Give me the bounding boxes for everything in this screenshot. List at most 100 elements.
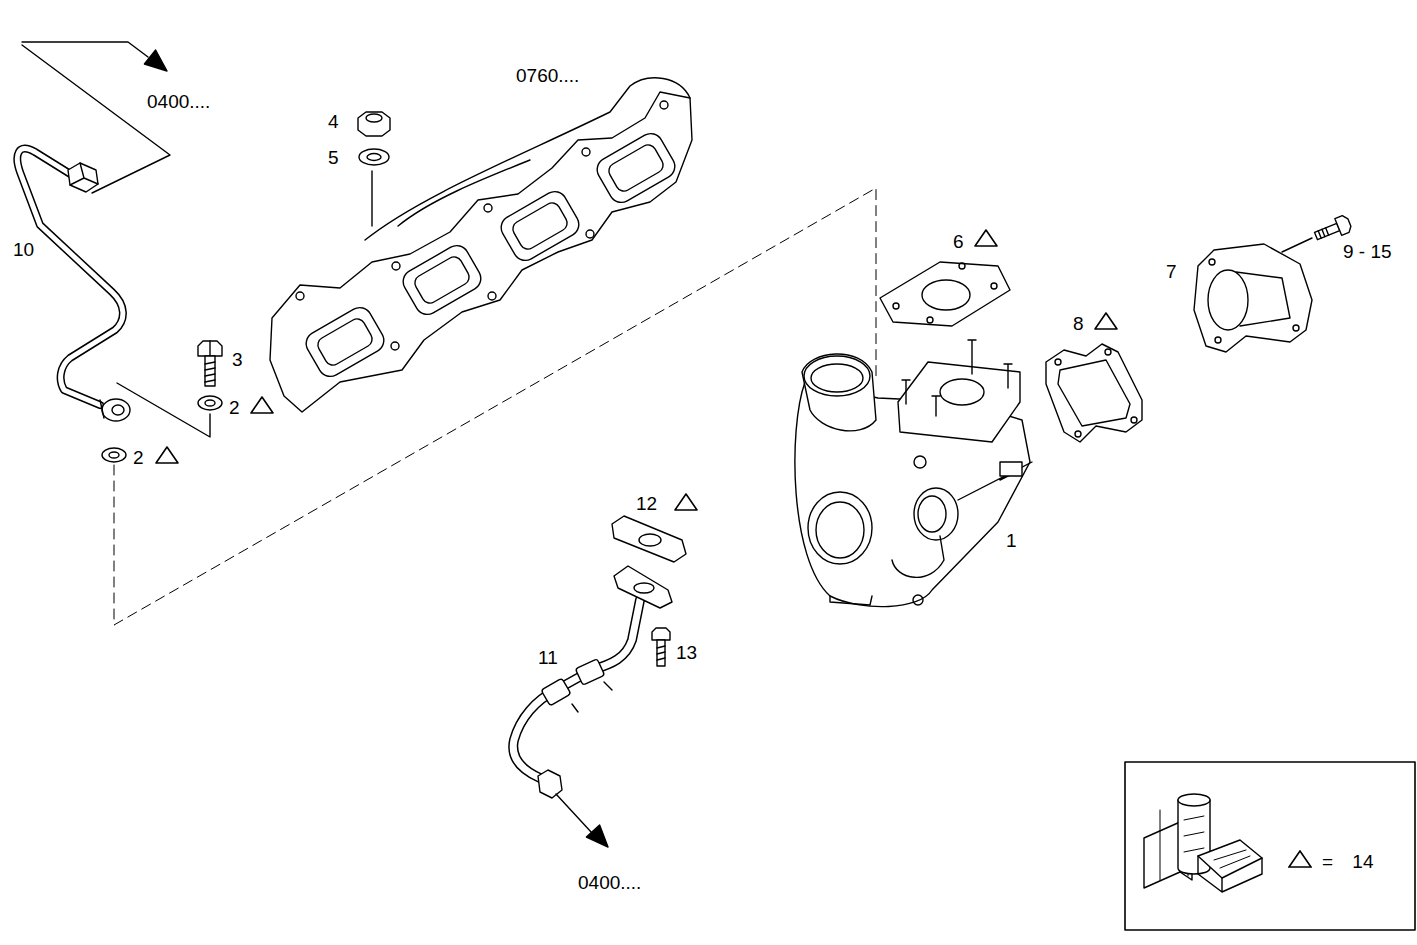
- oil-feed-pipe: [17, 149, 123, 405]
- turbocharger: [932, 396, 940, 416]
- oil-drain-pipe: [513, 566, 672, 847]
- stud-nut-and-washer: [358, 112, 390, 226]
- legend-box: [1125, 762, 1415, 930]
- triangle-symbol: [1289, 851, 1311, 867]
- exhaust-manifold: [270, 78, 692, 412]
- legend-box: [1178, 794, 1210, 806]
- exhaust-manifold: [660, 101, 668, 109]
- elbow-bolt: [1313, 214, 1353, 244]
- drain-bolt: [657, 640, 665, 666]
- oil-feed-pipe: [70, 163, 98, 185]
- exhaust-manifold: [399, 241, 485, 319]
- elbow-bolt: [1282, 238, 1312, 252]
- banjo-bolt-and-washers: [198, 396, 222, 410]
- oil-drain-pipe: [586, 825, 608, 847]
- elbow-bolt: [1318, 228, 1328, 238]
- banjo-bolt-and-washers: [209, 341, 210, 356]
- oil-feed-pipe: [17, 149, 130, 421]
- turbo-flange-gasket: [922, 280, 970, 310]
- triangle-marker: [1095, 313, 1117, 329]
- callout-number: 0400....: [578, 873, 641, 892]
- oil-drain-pipe: [513, 600, 640, 778]
- elbow-bolt: [1315, 223, 1340, 239]
- outlet-gasket: [1046, 344, 1142, 442]
- turbocharger: [802, 354, 876, 431]
- reference-arrow: [22, 42, 148, 57]
- turbocharger: [968, 340, 976, 374]
- exhaust-manifold: [399, 241, 485, 319]
- stud-nut-and-washer: [359, 149, 389, 165]
- exhaust-manifold: [302, 303, 388, 381]
- triangle-marker: [156, 447, 178, 463]
- banjo-bolt-and-washers: [198, 341, 222, 356]
- exhaust-manifold: [582, 148, 590, 156]
- outlet-gasket: [1075, 431, 1081, 437]
- oil-drain-pipe: [572, 682, 612, 712]
- legend-box: [1144, 822, 1180, 888]
- exhaust-elbow: [1236, 272, 1290, 326]
- oil-drain-pipe: [541, 678, 571, 706]
- oil-feed-pipe: [17, 149, 123, 405]
- triangle-marker: [156, 230, 1117, 510]
- oil-drain-pipe: [538, 770, 562, 798]
- exhaust-elbow: [1194, 244, 1312, 352]
- callout-number: 7: [1166, 262, 1177, 281]
- oil-drain-pipe: [541, 678, 571, 706]
- exhaust-manifold: [488, 292, 496, 300]
- turbocharger: [902, 380, 910, 404]
- legend-text: = 14: [1322, 851, 1374, 872]
- oil-feed-pipe: [100, 400, 104, 418]
- turbocharger: [808, 492, 872, 564]
- outlet-gasket: [1046, 344, 1142, 442]
- legend-box: [1184, 816, 1204, 852]
- banjo-bolt-and-washers: [102, 341, 222, 462]
- callout-number: 5: [328, 148, 339, 167]
- banjo-bolt-and-washers: [102, 448, 126, 462]
- turbocharger: [892, 536, 944, 577]
- exhaust-elbow: [1194, 244, 1312, 352]
- stud-nut-and-washer: [367, 154, 381, 161]
- triangle-symbol: [1288, 850, 1312, 869]
- turbocharger: [940, 379, 984, 405]
- turbocharger: [958, 462, 1032, 500]
- stud-nut-and-washer: [371, 171, 372, 226]
- banjo-bolt-and-washers: [205, 400, 215, 406]
- exhaust-manifold: [497, 187, 583, 265]
- callout-number: 3: [232, 350, 243, 369]
- oil-drain-pipe: [634, 583, 654, 593]
- turbo-flange-gasket: [893, 303, 899, 309]
- oil-feed-pipe: [68, 163, 98, 192]
- legend-box: [1198, 856, 1262, 892]
- turbocharger: [913, 595, 923, 605]
- exhaust-manifold: [391, 342, 399, 350]
- triangle-marker: [975, 230, 997, 246]
- drain-bolt: [657, 646, 665, 660]
- triangle-marker: [251, 397, 273, 413]
- legend-box: [1125, 762, 1415, 930]
- exhaust-manifold: [412, 254, 472, 306]
- exhaust-manifold: [593, 129, 679, 207]
- callout-number: 10: [13, 240, 34, 259]
- legend-box: [1198, 840, 1262, 878]
- outlet-gasket: [1105, 349, 1111, 355]
- exhaust-manifold: [606, 142, 666, 194]
- turbocharger: [804, 356, 870, 396]
- elbow-bolt: [1282, 214, 1353, 252]
- turbocharger: [1004, 364, 1012, 388]
- callout-number: 4: [328, 112, 339, 131]
- exhaust-manifold: [315, 316, 375, 368]
- stud-nut-and-washer: [358, 112, 390, 136]
- callout-number: 2: [133, 448, 144, 467]
- oil-drain-pipe: [556, 794, 592, 833]
- banjo-bolt-and-washers: [109, 452, 119, 458]
- turbocharger: [918, 496, 946, 532]
- oil-drain-gasket: [612, 516, 686, 562]
- callout-number: 12: [636, 494, 657, 513]
- oil-drain-pipe: [575, 659, 604, 685]
- reference-arrow: [144, 50, 167, 71]
- oil-drain-gasket: [639, 534, 661, 546]
- exhaust-elbow: [1215, 337, 1221, 343]
